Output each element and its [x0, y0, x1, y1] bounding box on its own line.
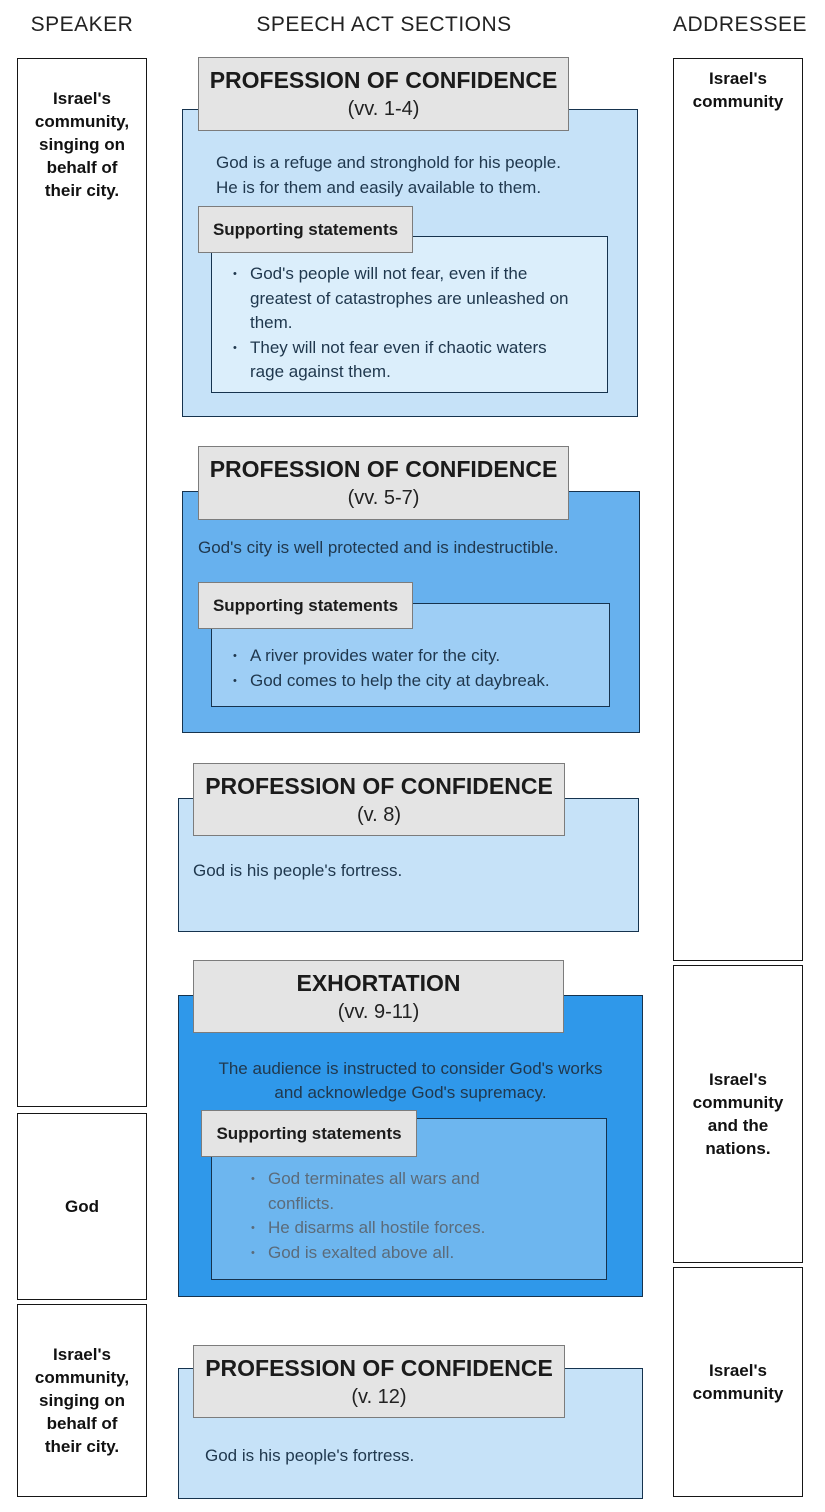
addressee-box-2-label: Israel's community and the nations. [692, 1070, 784, 1158]
bullet-line: God's people will not fear, even if the [250, 264, 528, 283]
bullet-item: God comes to help the city at daybreak. [233, 669, 609, 694]
bullet-line: God is exalted above all. [268, 1242, 455, 1262]
section-3-summary-line: God is his people's fortress. [193, 861, 403, 880]
addressee-box-2: Israel's community and the nations. [673, 965, 803, 1263]
section-1-bullet-list: God's people will not fear, even if the … [212, 262, 607, 385]
section-4-title: EXHORTATION [296, 969, 461, 996]
section-2-bullet-list: A river provides water for the city. God… [212, 644, 609, 693]
section-3-title: PROFESSION OF CONFIDENCE [205, 772, 553, 799]
addressee-box-1-label: Israel's community [692, 69, 784, 111]
section-1-summary-line: God is a refuge and stronghold for his p… [216, 153, 561, 172]
section-1-supporting-label: Supporting statements [198, 206, 413, 253]
section-2-summary: God's city is well protected and is inde… [198, 535, 558, 560]
bullet-line: conflicts. [268, 1193, 335, 1213]
bullet-item: God's people will not fear, even if the … [233, 262, 607, 336]
section-2-supporting-label: Supporting statements [198, 582, 413, 629]
section-4-bullet-list: God terminates all wars and conflicts. H… [212, 1167, 606, 1265]
section-3-header: PROFESSION OF CONFIDENCE (v. 8) [193, 763, 565, 836]
section-5-summary-line: God is his people's fortress. [205, 1446, 415, 1465]
section-2-title: PROFESSION OF CONFIDENCE [209, 456, 558, 482]
column-header-speech-act-sections: SPEECH ACT SECTIONS [256, 13, 512, 36]
bullet-line: rage against them. [250, 362, 391, 381]
section-3-verses: (v. 8) [356, 803, 402, 826]
speaker-box-2: God [17, 1113, 147, 1300]
section-5-title: PROFESSION OF CONFIDENCE [205, 1354, 553, 1381]
bullet-line: They will not fear even if chaotic water… [250, 337, 547, 357]
speaker-box-1: Israel's community, singing on behalf of… [17, 58, 147, 1107]
bullet-line: greatest of catastrophes are unleashed o… [250, 288, 569, 308]
column-header-addressee: ADDRESSEE [673, 13, 808, 36]
section-5-header: PROFESSION OF CONFIDENCE (v. 12) [193, 1345, 565, 1418]
speaker-box-3: Israel's community, singing on behalf of… [17, 1304, 147, 1497]
addressee-box-3: Israel's community [673, 1267, 803, 1497]
section-2-verses: (vv. 5-7) [347, 487, 420, 509]
bullet-item: They will not fear even if chaotic water… [233, 336, 607, 385]
speaker-box-2-label: God [65, 1197, 99, 1216]
section-1-header: PROFESSION OF CONFIDENCE (vv. 1-4) [198, 57, 569, 131]
section-2-header: PROFESSION OF CONFIDENCE (vv. 5-7) [198, 446, 569, 520]
bullet-line: God terminates all wars and [268, 1169, 480, 1188]
section-4-header: EXHORTATION (vv. 9-11) [193, 960, 564, 1033]
section-1-summary-line: He is for them and easily available to t… [216, 178, 542, 197]
bullet-line: God comes to help the city at daybreak. [250, 670, 550, 690]
speaker-box-1-label: Israel's community, singing on behalf of… [34, 89, 130, 200]
bullet-line: them. [250, 313, 293, 332]
section-4-summary-line: and acknowledge God's supremacy. [274, 1083, 547, 1102]
section-5-summary: God is his people's fortress. [205, 1443, 414, 1468]
section-4-supporting-label: Supporting statements [201, 1110, 417, 1157]
section-4-summary-line: The audience is instructed to consider G… [218, 1059, 603, 1078]
section-1-title: PROFESSION OF CONFIDENCE [209, 67, 558, 93]
addressee-box-1: Israel's community [673, 58, 803, 961]
section-1-summary: God is a refuge and stronghold for his p… [216, 150, 561, 200]
speaker-box-3-label: Israel's community, singing on behalf of… [34, 1345, 130, 1456]
section-4-summary: The audience is instructed to consider G… [178, 1057, 643, 1105]
section-2-summary-line: God's city is well protected and is inde… [198, 538, 559, 557]
bullet-item: He disarms all hostile forces. [251, 1216, 606, 1241]
bullet-item: God terminates all wars and conflicts. [251, 1167, 606, 1216]
section-3-summary: God is his people's fortress. [193, 858, 402, 883]
column-header-speaker: SPEAKER [30, 13, 134, 36]
section-1-verses: (vv. 1-4) [347, 98, 420, 120]
section-5-verses: (v. 12) [351, 1385, 407, 1408]
section-1-supporting-box: God's people will not fear, even if the … [211, 236, 608, 393]
addressee-box-3-label: Israel's community [692, 1361, 784, 1403]
bullet-line: A river provides water for the city. [250, 646, 501, 665]
bullet-item: God is exalted above all. [251, 1241, 606, 1266]
bullet-line: He disarms all hostile forces. [268, 1218, 486, 1237]
bullet-item: A river provides water for the city. [233, 644, 609, 669]
section-4-verses: (vv. 9-11) [337, 1000, 420, 1023]
